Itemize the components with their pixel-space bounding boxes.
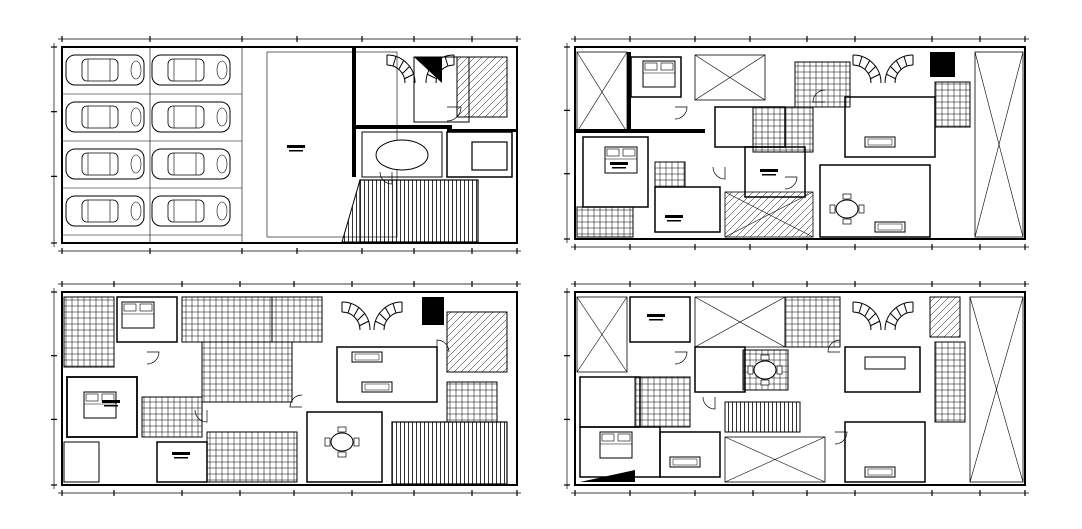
plan-first-floor: [564, 36, 1029, 250]
car-icon: [151, 101, 231, 133]
car-icon: [65, 195, 145, 227]
car-icon: [151, 54, 231, 86]
car-icon: [151, 148, 231, 180]
plan-parking: [51, 36, 521, 254]
car-icon: [151, 195, 231, 227]
car-icon: [65, 101, 145, 133]
plan-second-floor: [51, 281, 521, 496]
car-icon: [65, 54, 145, 86]
car-icon: [65, 148, 145, 180]
plan-third-floor: [564, 281, 1029, 496]
parking-bays: [65, 54, 231, 227]
